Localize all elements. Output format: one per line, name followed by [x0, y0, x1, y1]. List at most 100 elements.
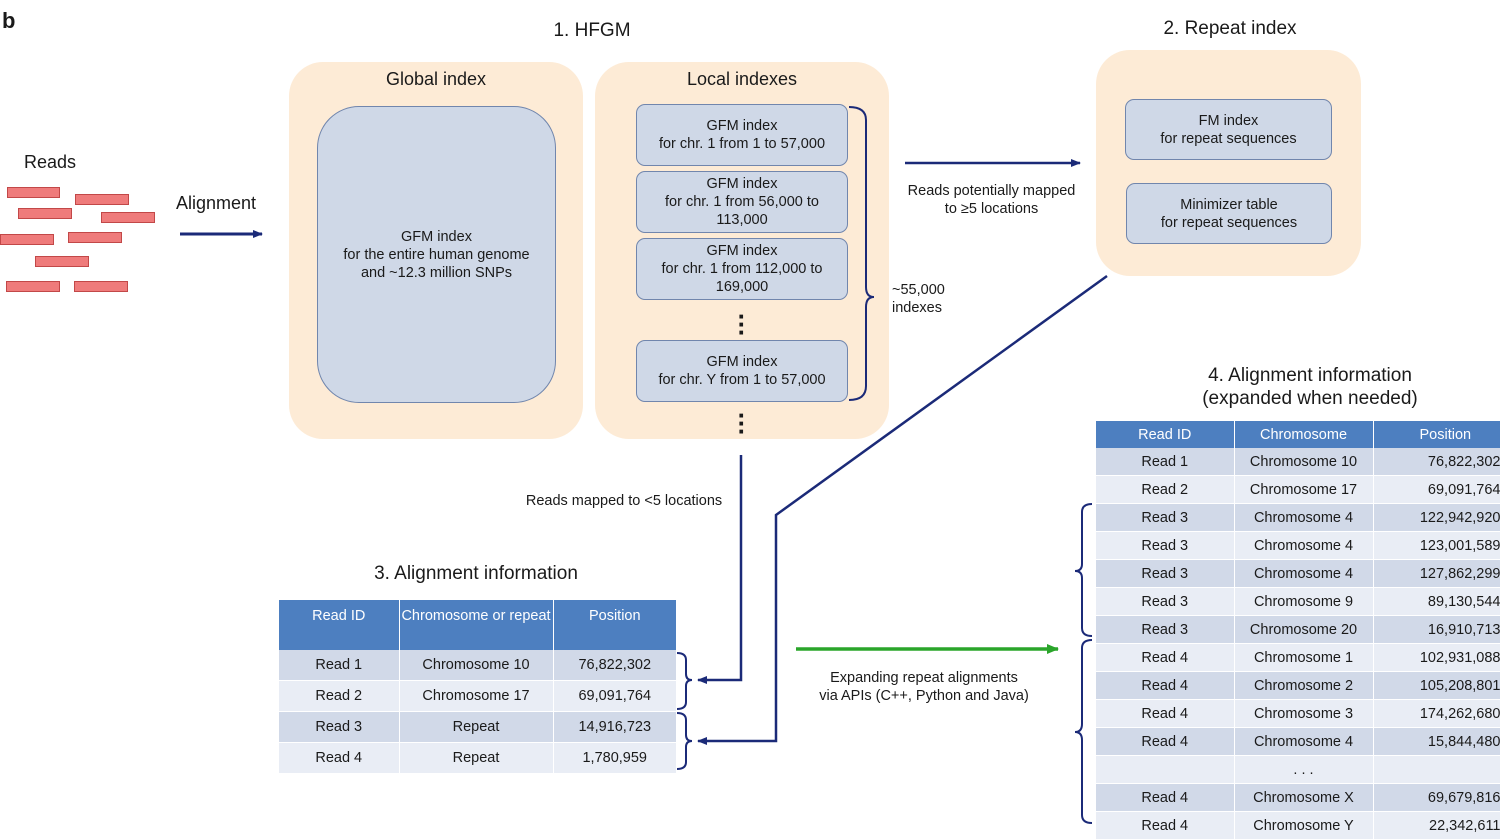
cell: Read 4 [1096, 699, 1235, 728]
local-index-box: GFM index for chr. 1 from 1 to 57,000 [636, 104, 848, 166]
cell: Chromosome 17 [1234, 475, 1374, 504]
cell: Read 3 [279, 711, 400, 743]
local-indexes-bracket [848, 106, 875, 401]
index-count-label: ~55,000 indexes [892, 281, 945, 317]
fm-index-line2: for repeat sequences [1160, 130, 1297, 147]
table-row: Read 4 Repeat 1,780,959 [279, 742, 676, 774]
cell: Chromosome 10 [1234, 448, 1374, 476]
cell: 76,822,302 [1373, 448, 1500, 476]
local-index-line2: for chr. 1 from 112,000 to [661, 261, 823, 277]
local-index-line2: for chr. 1 from 1 to 57,000 [658, 136, 826, 152]
read-bar [75, 194, 129, 205]
repeat-alignment-arrow [697, 274, 1108, 745]
global-gfm-line3: and ~12.3 million SNPs [360, 264, 513, 281]
repeat-arrow-label: Reads potentially mapped to ≥5 locations [898, 182, 1085, 218]
cell: Read 3 [1096, 587, 1235, 616]
cell: Read 3 [1096, 503, 1235, 532]
repeat-index-title: 2. Repeat index [1163, 18, 1297, 39]
cell: Chromosome X [1234, 783, 1374, 812]
cell: 122,942,920 [1373, 503, 1500, 532]
cell: Read 4 [1096, 783, 1235, 812]
mapped-arrow [697, 455, 743, 684]
local-index-line1: GFM index [706, 118, 778, 134]
repeat-arrow-label-line2: to ≥5 locations [944, 201, 1039, 217]
cell: Read 3 [1096, 531, 1235, 560]
alignment3-table: Read ID Chromosome or repeat Position Re… [279, 600, 676, 774]
cell: 102,931,088 [1373, 643, 1500, 672]
vertical-ellipsis-icon: ··· [737, 301, 747, 347]
global-gfm-line1: GFM index [401, 228, 472, 245]
global-index-title: Global index [385, 69, 487, 89]
cell: Read 3 [1096, 615, 1235, 644]
cell: 123,001,589 [1373, 531, 1500, 560]
local-indexes-title: Local indexes [686, 69, 798, 89]
local-index-box: GFM index for chr. Y from 1 to 57,000 [636, 340, 848, 402]
cell: 127,862,299 [1373, 559, 1500, 588]
cell: 14,916,723 [553, 711, 676, 743]
read4-bracket [1074, 639, 1093, 824]
read3-bracket [1074, 503, 1093, 637]
cell: 16,910,713 [1373, 615, 1500, 644]
cell: Read 2 [1096, 475, 1235, 504]
minimizer-table-box: Minimizer table for repeat sequences [1126, 183, 1332, 244]
cell: Chromosome 10 [399, 650, 554, 681]
table-row: Read 2 Chromosome 17 69,091,764 [279, 680, 676, 712]
cell: Repeat [399, 711, 554, 743]
cell: Repeat [399, 742, 554, 774]
table-header-row: Read ID Chromosome or repeat Position [279, 600, 676, 650]
cell: 15,844,480 [1373, 727, 1500, 756]
local-index-line1: GFM index [706, 354, 778, 370]
cell: Chromosome 17 [399, 680, 554, 712]
cell: Read 1 [1096, 448, 1235, 476]
cell: 76,822,302 [553, 650, 676, 681]
hfgm-title: 1. HFGM [553, 20, 631, 41]
cell: 89,130,544 [1373, 587, 1500, 616]
cell: 69,091,764 [553, 680, 676, 712]
cell: Read 4 [279, 742, 400, 774]
local-index-box: GFM index for chr. 1 from 112,000 to 169… [636, 238, 848, 300]
expand-label: Expanding repeat alignments via APIs (C+… [806, 669, 1042, 705]
read-bar [74, 281, 128, 292]
cell: Chromosome 3 [1234, 699, 1374, 728]
fm-index-box: FM index for repeat sequences [1125, 99, 1332, 160]
alignment-label: Alignment [176, 193, 257, 213]
local-index-line2: for chr. 1 from 56,000 to [665, 194, 819, 210]
table-row: . . . [1096, 755, 1500, 784]
cell: Chromosome 4 [1234, 531, 1374, 560]
cell: Chromosome 20 [1234, 615, 1374, 644]
cell: 69,091,764 [1373, 475, 1500, 504]
alignment3-title: 3. Alignment information [374, 563, 578, 584]
alignment4-title: 4. Alignment information (expanded when … [1180, 364, 1440, 410]
index-count-line2: indexes [892, 300, 942, 316]
cell: 1,780,959 [553, 742, 676, 774]
column-header: Position [1373, 421, 1500, 448]
cell: 105,208,801 [1373, 671, 1500, 700]
panel-letter: b [2, 8, 16, 33]
cell: Read 4 [1096, 671, 1235, 700]
cell: Chromosome 4 [1234, 503, 1374, 532]
cell: Read 4 [1096, 727, 1235, 756]
local-index-line3: 169,000 [715, 279, 769, 295]
column-header: Chromosome [1234, 421, 1374, 448]
local-index-line1: GFM index [706, 176, 778, 192]
cell: Chromosome 4 [1234, 559, 1374, 588]
table-row: Read 1 Chromosome 10 76,822,302 [279, 650, 676, 681]
cell: Read 4 [1096, 643, 1235, 672]
local-index-line3: 113,000 [716, 212, 768, 228]
rows-1-2-bracket [676, 652, 693, 710]
read-bar [101, 212, 155, 223]
cell: Read 2 [279, 680, 400, 712]
